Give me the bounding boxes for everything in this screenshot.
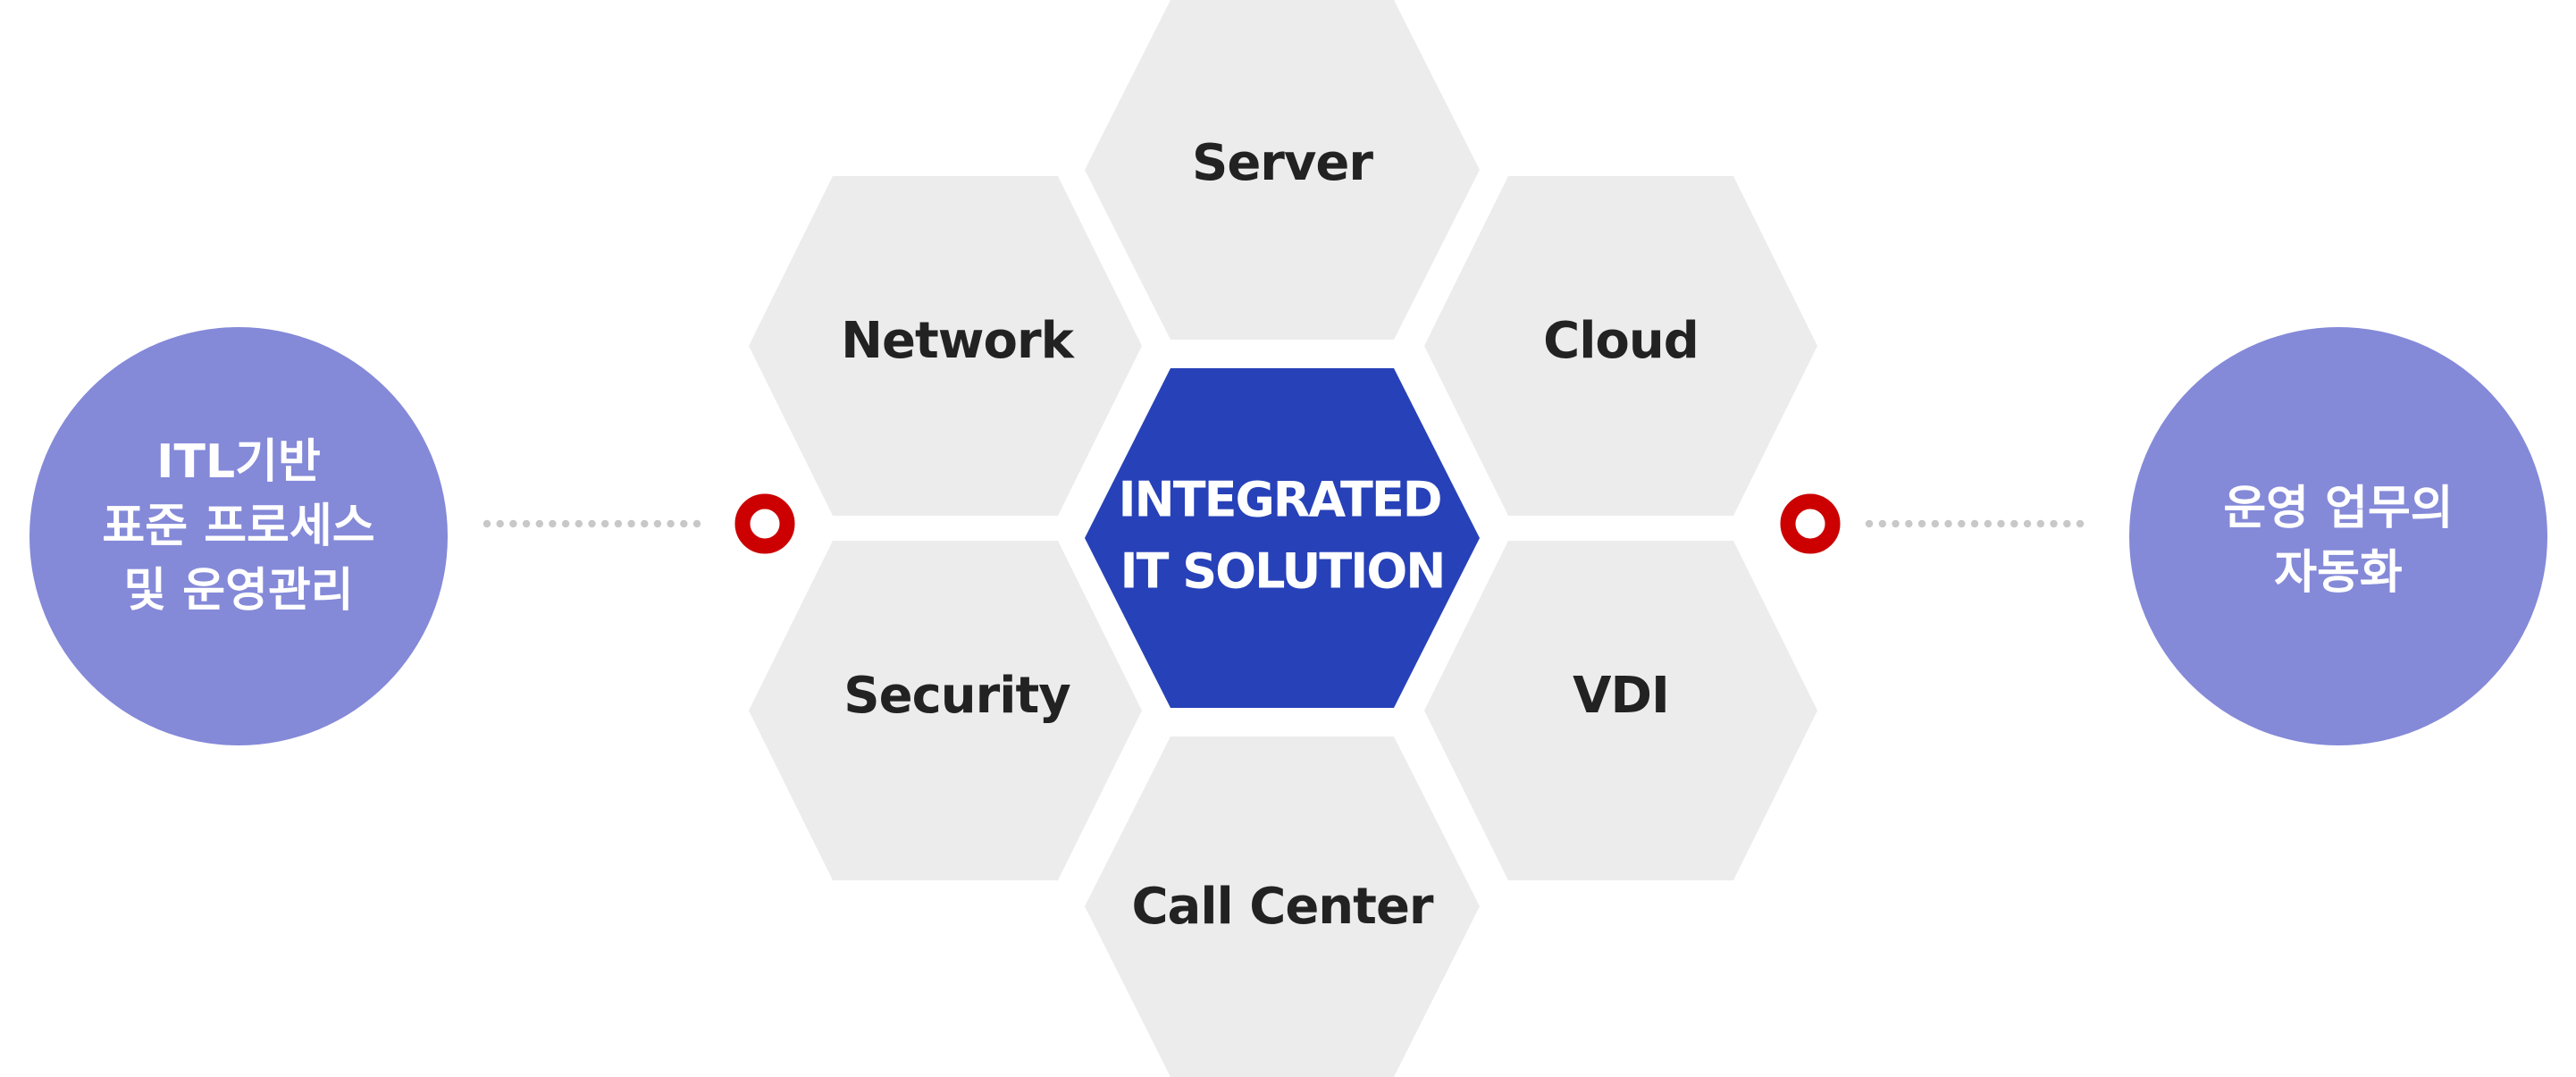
connector-dot: [549, 519, 557, 528]
connector-dot: [575, 519, 583, 528]
connector-dot: [692, 519, 701, 528]
connector-dot: [653, 519, 662, 528]
connector-dot: [1931, 519, 1939, 528]
hex-server-label: Server: [1192, 134, 1373, 192]
connector-dot: [667, 519, 675, 528]
hex-server-shape: [1085, 0, 1480, 340]
left-circle-shape: [29, 327, 448, 745]
connector-dot: [1865, 519, 1874, 528]
right-circle: 운영 업무의 자동화: [2129, 327, 2547, 745]
hex-vdi-label: VDI: [1573, 667, 1669, 725]
connector-dot: [1917, 519, 1926, 528]
hex-network: Network: [749, 176, 1142, 516]
hex-center-shape: [1085, 368, 1480, 708]
connector-dot: [680, 519, 688, 528]
connector-dot: [482, 519, 491, 528]
connector-dot: [561, 519, 570, 528]
connector-dot: [535, 519, 543, 528]
hex-server: Server: [1085, 0, 1480, 340]
hex-network-label: Network: [841, 312, 1075, 370]
connector-dot: [2010, 519, 2018, 528]
connector-dot: [1944, 519, 1952, 528]
right-dotted-connector: [1865, 519, 2085, 528]
connector-dot: [2023, 519, 2032, 528]
connector-dot: [588, 519, 596, 528]
connector-dot: [522, 519, 531, 528]
connector-dot: [614, 519, 623, 528]
connector-dot: [2036, 519, 2044, 528]
right-circle-shape: [2129, 327, 2547, 745]
hex-network-shape: [749, 176, 1142, 516]
right-circle-line2: 자동화: [2274, 546, 2403, 600]
hex-call-center-label: Call Center: [1131, 878, 1433, 936]
hex-security-label: Security: [843, 667, 1070, 725]
right-ring-marker: [1780, 493, 1841, 554]
hex-center: INTEGRATED IT SOLUTION: [1085, 368, 1480, 708]
center-label-line2: IT SOLUTION: [1120, 543, 1445, 600]
connector-dot: [627, 519, 635, 528]
left-dotted-connector: [482, 519, 701, 528]
connector-dot: [1984, 519, 1992, 528]
connector-dot: [1970, 519, 1979, 528]
hex-vdi-shape: [1424, 541, 1817, 880]
hex-security-shape: [749, 541, 1142, 880]
hex-call-center: Call Center: [1085, 736, 1480, 1077]
connector-dot: [1892, 519, 1900, 528]
connector-dot: [2063, 519, 2071, 528]
connector-dot: [509, 519, 517, 528]
connector-dot: [2050, 519, 2058, 528]
left-circle-line1: ITL기반: [156, 435, 321, 489]
center-label-line1: INTEGRATED: [1118, 472, 1440, 528]
connector-dot: [1878, 519, 1886, 528]
connector-dot: [601, 519, 609, 528]
connector-dot: [1958, 519, 1966, 528]
connector-dot: [1905, 519, 1913, 528]
left-circle-line2: 표준 프로세스: [102, 500, 374, 553]
left-ring-marker: [734, 493, 795, 554]
hex-call-center-shape: [1085, 736, 1480, 1077]
hex-vdi: VDI: [1424, 541, 1817, 880]
left-circle-line3: 및 운영관리: [123, 564, 353, 618]
hex-cloud: Cloud: [1424, 176, 1817, 516]
left-circle: ITL기반 표준 프로세스 및 운영관리: [29, 327, 448, 745]
connector-dot: [496, 519, 504, 528]
hex-cloud-shape: [1424, 176, 1817, 516]
connector-dot: [1997, 519, 2005, 528]
connector-dot: [2076, 519, 2085, 528]
connector-dot: [641, 519, 649, 528]
hex-security: Security: [749, 541, 1142, 880]
right-circle-line1: 운영 업무의: [2223, 482, 2453, 535]
hex-cloud-label: Cloud: [1543, 312, 1699, 370]
